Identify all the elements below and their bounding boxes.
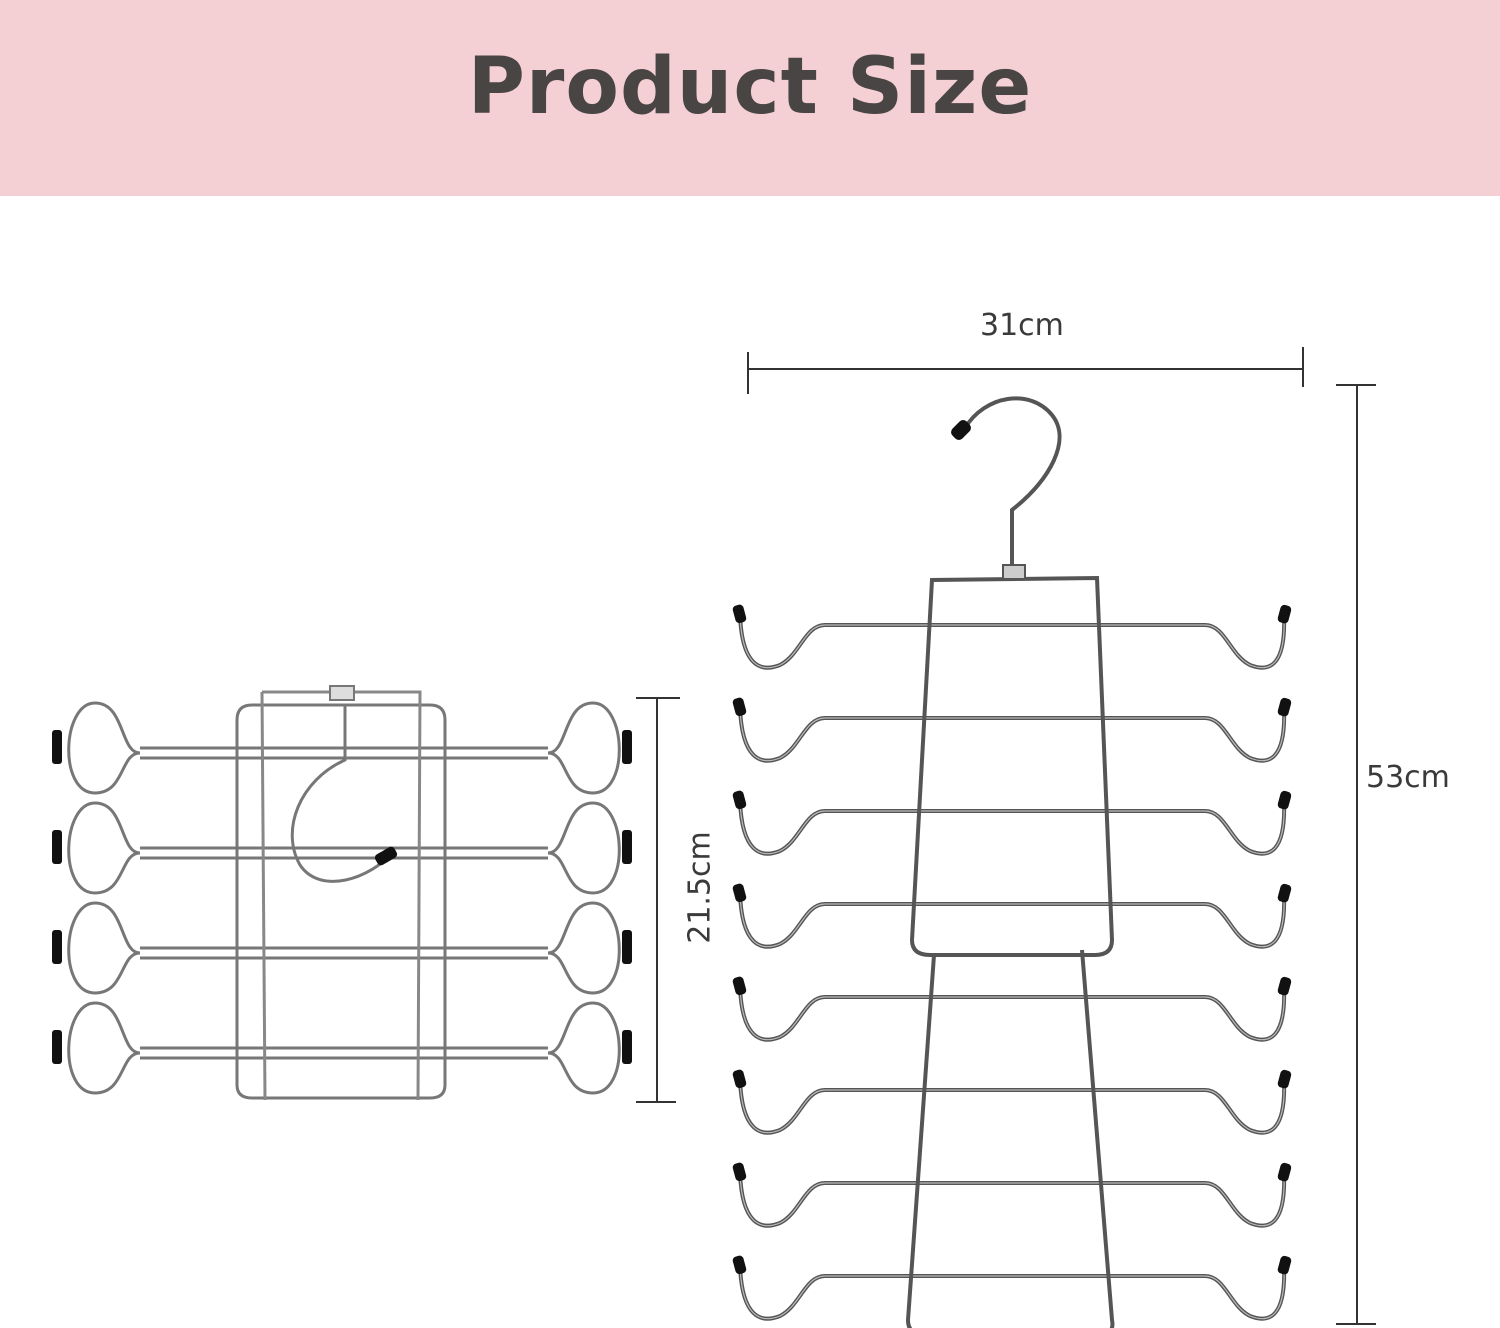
- folded-tip-right: [622, 830, 632, 864]
- folded-tier-bar: [140, 946, 548, 960]
- open-hanger: [732, 396, 1292, 1328]
- rubber-tip-left: [732, 1255, 747, 1275]
- hanger-tier-highlight: [739, 1079, 1285, 1134]
- rubber-tip-left: [732, 697, 747, 717]
- folded-loop-right: [547, 901, 621, 995]
- height-dimension-label: 53cm: [1366, 760, 1450, 795]
- hanger-tier-highlight: [739, 800, 1285, 855]
- hanger-tier-highlight: [739, 1265, 1285, 1320]
- hanger-tier-bar: [738, 800, 1287, 856]
- rubber-tip-right: [1277, 976, 1292, 996]
- hanger-tier-bar: [738, 986, 1287, 1042]
- folded-tip-left: [52, 1030, 62, 1064]
- folded-loop-left: [67, 701, 141, 795]
- rubber-tip-right: [1277, 1069, 1292, 1089]
- folded-loop-right: [547, 1001, 621, 1095]
- folded-tip-left: [52, 830, 62, 864]
- folded-tip-right: [622, 730, 632, 764]
- folded-hanger: [52, 685, 632, 1101]
- folded-tip-left: [52, 930, 62, 964]
- folded-loop-right: [547, 801, 621, 895]
- folded-frame-inner: [260, 690, 422, 1101]
- folded-tier-bar: [140, 1046, 548, 1060]
- hanger-tier-bar: [738, 1265, 1287, 1321]
- rubber-tip-left: [732, 790, 747, 810]
- rubber-tip-right: [1277, 604, 1292, 624]
- folded-tip-right: [622, 930, 632, 964]
- hook-clamp: [1002, 564, 1026, 580]
- folded-tip-left: [52, 730, 62, 764]
- upper-frame: [909, 575, 1115, 957]
- rubber-tip-right: [1277, 883, 1292, 903]
- dimension-lines: [636, 347, 1376, 1325]
- folded-hook: [290, 705, 397, 883]
- rubber-tip-right: [1277, 790, 1292, 810]
- folded-tier-bar: [140, 846, 548, 860]
- rubber-tip-right: [1277, 1255, 1292, 1275]
- folded-hook-tip: [374, 846, 398, 866]
- folded-loop-left: [67, 801, 141, 895]
- hanger-tier-highlight: [739, 893, 1285, 948]
- rubber-tip-left: [732, 604, 747, 624]
- page-title: Product Size: [467, 42, 1033, 132]
- folded-loop-left: [67, 1001, 141, 1095]
- hanger-tier-highlight: [739, 614, 1285, 669]
- hanger-tier-bar: [738, 893, 1287, 949]
- rubber-tip-left: [732, 1069, 747, 1089]
- rubber-tip-left: [732, 883, 747, 903]
- hanger-tier-highlight: [739, 1172, 1285, 1227]
- rubber-tip-left: [732, 1162, 747, 1182]
- rubber-tip-right: [1277, 1162, 1292, 1182]
- folded-tip-right: [622, 1030, 632, 1064]
- hanger-tier-bar: [738, 1172, 1287, 1228]
- hanger-tier-bar: [738, 1079, 1287, 1135]
- hanger-tier-highlight: [739, 707, 1285, 762]
- folded-frame-outer: [235, 703, 447, 1100]
- hanger-tier-bar: [738, 614, 1287, 670]
- rubber-tip-left: [732, 976, 747, 996]
- hook-tip: [951, 420, 971, 440]
- folded-loop-left: [67, 901, 141, 995]
- title-banner: [0, 0, 1500, 196]
- rubber-tip-right: [1277, 697, 1292, 717]
- width-dimension-label: 31cm: [980, 308, 1064, 343]
- hanger-tier-bar: [738, 707, 1287, 763]
- folded-hook-clamp: [329, 685, 355, 701]
- lower-frame: [905, 949, 1115, 1328]
- hook: [963, 396, 1062, 578]
- folded-loop-right: [547, 701, 621, 795]
- hanger-tier-highlight: [739, 986, 1285, 1041]
